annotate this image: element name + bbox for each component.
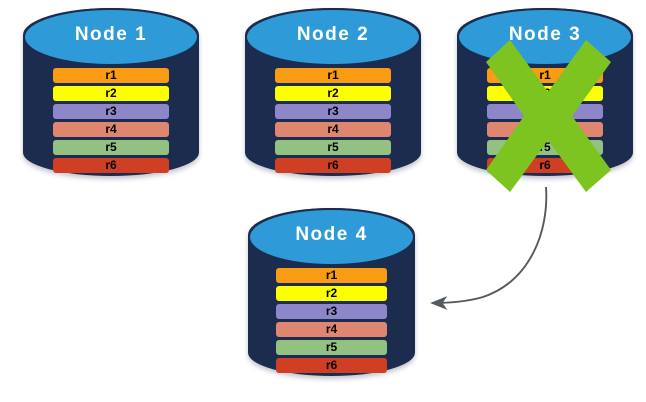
row-bar-r2[interactable]: r2 (486, 86, 604, 101)
database-node-1[interactable]: Node 1 r1 r2 r3 r4 r5 r6 (23, 8, 199, 176)
database-node-2[interactable]: Node 2 r1 r2 r3 r4 r5 r6 (245, 8, 421, 176)
row-bar-r6[interactable]: r6 (486, 158, 604, 173)
row-bar-r6[interactable]: r6 (52, 158, 170, 173)
row-bar-r3[interactable]: r3 (274, 104, 392, 119)
row-bar-r6[interactable]: r6 (276, 358, 387, 373)
row-bar-r1[interactable]: r1 (52, 68, 170, 83)
cylinder-top-ellipse (457, 8, 633, 66)
cylinder-top-ellipse (245, 8, 421, 66)
cylinder-top-ellipse (23, 8, 199, 66)
row-bar-r5[interactable]: r5 (52, 140, 170, 155)
row-stack-3: r1 r2 r3 r4 r5 r6 (486, 68, 604, 173)
row-bar-r4[interactable]: r4 (276, 322, 387, 337)
row-bar-r2[interactable]: r2 (276, 286, 387, 301)
row-bar-r5[interactable]: r5 (486, 140, 604, 155)
row-stack-2: r1 r2 r3 r4 r5 r6 (274, 68, 392, 173)
row-bar-r2[interactable]: r2 (274, 86, 392, 101)
row-stack-4: r1 r2 r3 r4 r5 r6 (276, 268, 387, 373)
row-bar-r5[interactable]: r5 (276, 340, 387, 355)
row-stack-1: r1 r2 r3 r4 r5 r6 (52, 68, 170, 173)
row-bar-r1[interactable]: r1 (486, 68, 604, 83)
row-bar-r2[interactable]: r2 (52, 86, 170, 101)
row-bar-r5[interactable]: r5 (274, 140, 392, 155)
cylinder-top-ellipse (248, 208, 415, 266)
database-node-3[interactable]: Node 3 r1 r2 r3 r4 r5 r6 (457, 8, 633, 176)
row-bar-r1[interactable]: r1 (274, 68, 392, 83)
row-bar-r3[interactable]: r3 (486, 104, 604, 119)
connector-arrow-node3-to-node4 (430, 186, 548, 310)
row-bar-r4[interactable]: r4 (274, 122, 392, 137)
row-bar-r1[interactable]: r1 (276, 268, 387, 283)
row-bar-r4[interactable]: r4 (486, 122, 604, 137)
row-bar-r3[interactable]: r3 (276, 304, 387, 319)
row-bar-r6[interactable]: r6 (274, 158, 392, 173)
row-bar-r3[interactable]: r3 (52, 104, 170, 119)
row-bar-r4[interactable]: r4 (52, 122, 170, 137)
database-node-4[interactable]: Node 4 r1 r2 r3 r4 r5 r6 (248, 208, 415, 376)
